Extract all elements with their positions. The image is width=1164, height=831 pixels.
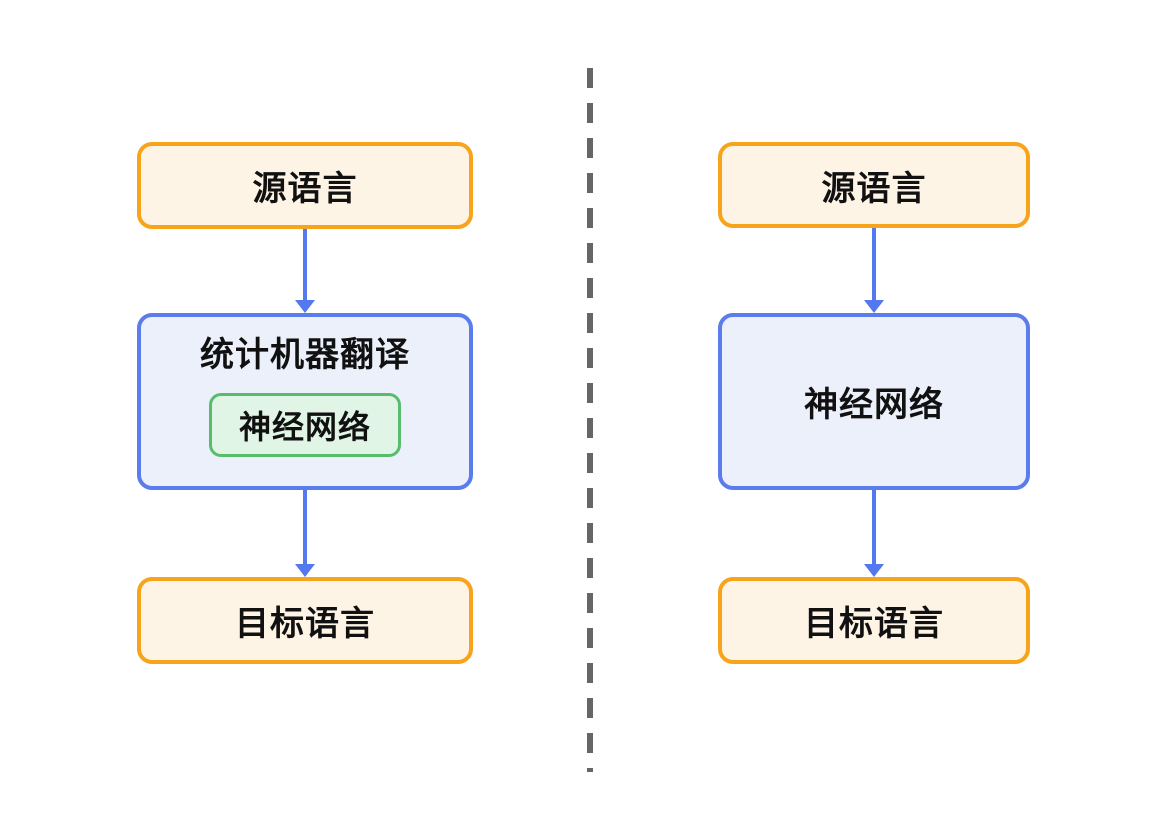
node-source-language-right: 源语言	[718, 142, 1030, 228]
node-label: 源语言	[821, 169, 927, 208]
node-title: 统计机器翻译	[200, 336, 410, 374]
node-label: 源语言	[252, 170, 358, 208]
vertical-dashed-divider	[587, 68, 593, 772]
node-neural-network-nested: 神经网络	[209, 393, 401, 457]
node-label: 目标语言	[804, 605, 944, 643]
arrow-down-connector-right-1	[872, 228, 876, 300]
arrow-down-connector-right-2	[872, 490, 876, 564]
arrow-down-connector-left-2	[303, 490, 307, 564]
node-label: 神经网络	[238, 409, 371, 445]
node-label: 神经网络	[804, 386, 944, 424]
node-neural-network-right: 神经网络	[718, 313, 1030, 490]
node-label: 目标语言	[235, 605, 375, 643]
arrow-down-connector-left-1	[303, 229, 307, 300]
node-target-language-right: 目标语言	[718, 577, 1030, 664]
node-source-language-left: 源语言	[137, 142, 473, 229]
node-statistical-mt-left: 统计机器翻译 神经网络	[137, 313, 473, 490]
node-target-language-left: 目标语言	[137, 577, 473, 664]
